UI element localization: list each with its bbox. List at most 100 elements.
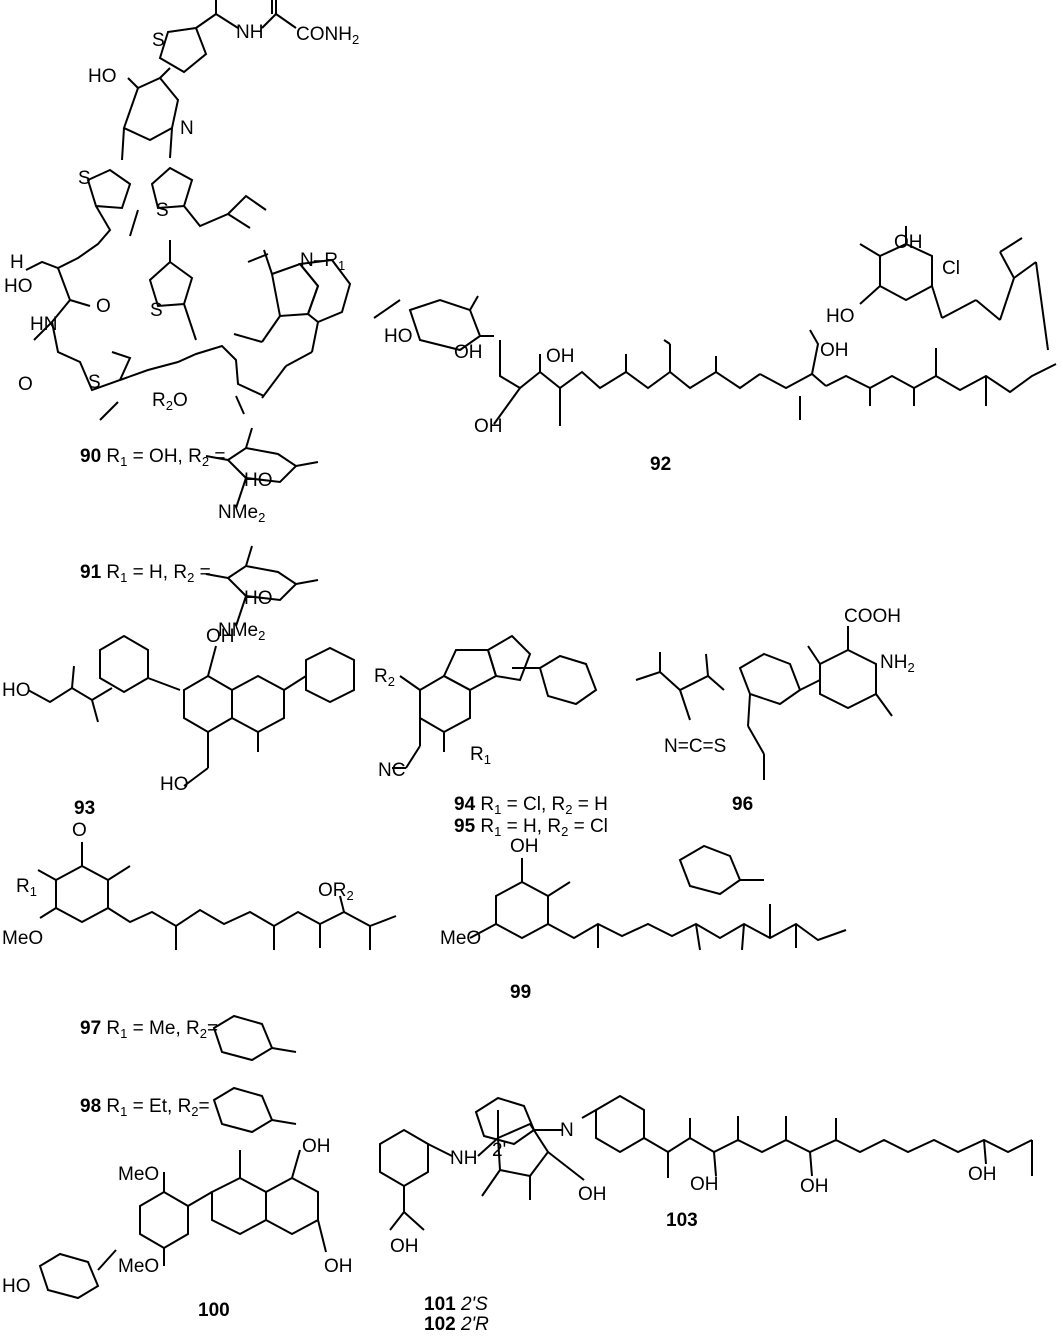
atom-ho: HO [826, 306, 855, 327]
atom-meo: MeO [118, 1256, 160, 1277]
label-103: 103 [666, 1210, 698, 1231]
atom-r2o: R2O [152, 390, 188, 413]
r1-value: = Me, [127, 1018, 186, 1039]
atom-r1: R1 [16, 876, 37, 899]
label-97: 97 R1 = Me, R2= [80, 1018, 218, 1041]
structure-90 [25, 0, 352, 421]
stereo-config: 2'S [460, 1294, 488, 1315]
r1-text: R [16, 876, 30, 897]
r2-text: R [152, 390, 166, 411]
label-100: 100 [198, 1300, 230, 1321]
nme2-subscript: 2 [258, 628, 266, 643]
atom-nh: NH [236, 22, 264, 43]
atom-n: N [560, 1120, 574, 1141]
atom-n-r1: N–R1 [300, 250, 346, 273]
structure-94-95 [392, 634, 598, 769]
atom-nc: NC [378, 760, 406, 781]
r1-subscript: 1 [120, 454, 128, 469]
r2-value: = [198, 1096, 210, 1117]
r1-subscript: 1 [120, 1026, 128, 1041]
r1-subscript: 1 [494, 802, 502, 817]
benzene-ring-101 [379, 1128, 429, 1188]
label-92: 92 [650, 454, 672, 475]
atom-oh: OH [820, 340, 849, 361]
r2-subscript: 2 [561, 824, 569, 839]
atom-meo: MeO [2, 928, 44, 949]
atom-meo: MeO [440, 928, 482, 949]
r1-symbol: R [106, 1096, 121, 1117]
o-text: O [318, 880, 333, 901]
structure-101-102 [379, 1110, 585, 1231]
atom-o: O [96, 296, 111, 317]
r2-symbol: R [177, 1096, 192, 1117]
compound-number: 94 [454, 794, 476, 815]
atom-s: S [150, 300, 163, 321]
atom-o: O [18, 374, 33, 395]
r2-value: = Cl [568, 816, 608, 837]
atom-s: S [152, 30, 165, 51]
atom-o: O [72, 820, 87, 841]
nme2-text: NMe [218, 620, 259, 641]
label-101: 101 2'S [424, 1294, 488, 1316]
atom-oh: OH [578, 1184, 607, 1205]
r2-subscript: 2 [201, 454, 210, 469]
structure-93 [27, 634, 355, 787]
r2-value: = H [572, 794, 608, 815]
chromone-a-ring-100 [265, 1176, 319, 1236]
structure-97 [37, 842, 397, 950]
label-96: 96 [732, 794, 754, 815]
r1-value: = Cl, [501, 794, 552, 815]
r1-symbol: R [106, 562, 121, 583]
nh2-subscript: 2 [907, 660, 915, 675]
r1-subscript: 1 [120, 1104, 128, 1119]
r2-symbol: R [547, 816, 562, 837]
atom-ho: HO [2, 680, 31, 701]
nme2-text: NMe [218, 502, 259, 523]
r2-symbol: R [188, 446, 202, 467]
label-102: 102 2'R [424, 1314, 489, 1336]
cyclopentadiene-ring-94 [486, 634, 532, 682]
r1-symbol: R [106, 1018, 121, 1039]
chromone-c-ring-100 [211, 1176, 267, 1236]
r2-subscript: 2 [199, 1026, 207, 1041]
sugar-fragment-91 [205, 545, 319, 627]
pyridine-ring-99 [495, 880, 549, 940]
o-text: O [172, 390, 188, 411]
atom-s: S [88, 372, 101, 393]
r2-text: R [374, 666, 388, 687]
atom-cl: Cl [942, 258, 960, 279]
benzene-ring-94 [419, 674, 471, 734]
atom-oh: OH [690, 1174, 719, 1195]
r2-subscript: 2 [346, 888, 354, 903]
label-95: 95 R1 = H, R2 = Cl [454, 816, 608, 839]
sugar-fragment-97 [212, 1014, 297, 1062]
r1-symbol: R [480, 794, 495, 815]
phenyl-ring-93 [305, 646, 355, 704]
label-90: 90 R1 = OH, R2 = [80, 446, 225, 469]
phenyl-ring-103 [595, 1094, 645, 1154]
atom-ho: HO [244, 470, 273, 491]
compound-number: 95 [454, 816, 476, 837]
r1-symbol: R [480, 816, 495, 837]
r1-subscript: 1 [483, 752, 491, 767]
atom-meo: MeO [118, 1164, 160, 1185]
cyclohexene-ring-96 [819, 648, 877, 710]
structure-99 [469, 844, 847, 951]
compound-number: 101 [424, 1294, 456, 1315]
atom-ho: HO [384, 326, 413, 347]
r2-subscript: 2 [387, 674, 395, 689]
compound-number: 90 [80, 446, 102, 467]
r2-subscript: 2 [565, 802, 573, 817]
r1-subscript: 1 [494, 824, 502, 839]
pyridine-ring [122, 76, 180, 142]
r1-text: R [470, 744, 484, 765]
thiazole-ring-right [150, 166, 194, 210]
r2-symbol: R [186, 1018, 200, 1039]
atom-ho: HO [4, 276, 33, 297]
nh2-text: NH [880, 652, 908, 673]
r2-value: = [194, 562, 211, 583]
compound-number: 98 [80, 1096, 102, 1117]
structure-96 [635, 626, 893, 780]
r1-subscript: 1 [29, 884, 37, 899]
